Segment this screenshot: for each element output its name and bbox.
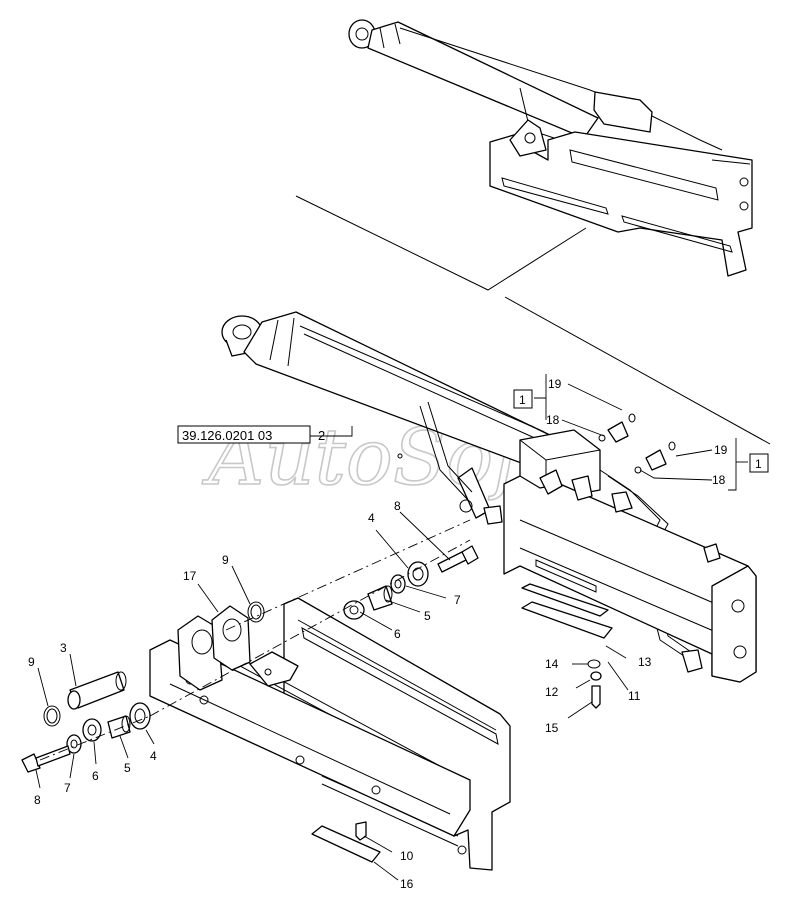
callout-3[interactable]: 3: [60, 641, 67, 655]
cylinder-assembly: [221, 311, 757, 683]
callout-1-lower[interactable]: 1: [755, 457, 762, 471]
callout-labels: 19 18 1 19 1 18 8 4 9 17 7 5 6 9 3 14 13…: [28, 377, 762, 891]
reference-box[interactable]: 39.126.0201 03 2: [177, 425, 325, 444]
small-hardware: [311, 659, 602, 863]
callout-19-upper[interactable]: 19: [548, 377, 562, 391]
callout-17[interactable]: 17: [183, 569, 197, 583]
pin-parts-right: [247, 545, 479, 623]
reference-label: 39.126.0201 03: [182, 428, 272, 443]
base-bracket: [149, 597, 511, 871]
callout-18-upper[interactable]: 18: [546, 413, 560, 427]
center-lines: [39, 519, 471, 761]
callout-18-lower[interactable]: 18: [712, 473, 726, 487]
callout-16[interactable]: 16: [400, 877, 414, 891]
callout-5-right[interactable]: 5: [424, 609, 431, 623]
callout-15[interactable]: 15: [545, 721, 559, 735]
callout-1-upper[interactable]: 1: [519, 393, 526, 407]
callout-6-right[interactable]: 6: [394, 627, 401, 641]
callout-14[interactable]: 14: [545, 657, 559, 671]
boxed-callouts: [513, 389, 769, 473]
callout-9-right[interactable]: 9: [222, 553, 229, 567]
overview-assembly: [348, 19, 753, 277]
fittings-group: [598, 413, 676, 474]
callout-8-right[interactable]: 8: [394, 499, 401, 513]
callout-8-left[interactable]: 8: [34, 793, 41, 807]
callout-6-left[interactable]: 6: [92, 769, 99, 783]
reference-item: 2: [318, 428, 325, 443]
zoom-connector: [295, 195, 771, 445]
callout-13[interactable]: 13: [638, 655, 652, 669]
callout-19-lower[interactable]: 19: [714, 443, 728, 457]
leader-lines: [35, 374, 748, 881]
callout-7-right[interactable]: 7: [454, 593, 461, 607]
callout-12[interactable]: 12: [545, 685, 559, 699]
callout-7-left[interactable]: 7: [64, 781, 71, 795]
plates-group: [521, 583, 613, 639]
callout-4-right[interactable]: 4: [368, 511, 375, 525]
callout-5-left[interactable]: 5: [124, 761, 131, 775]
pin-parts-left: [21, 671, 151, 773]
callout-4-left[interactable]: 4: [150, 749, 157, 763]
callout-10[interactable]: 10: [400, 849, 414, 863]
callout-9-left[interactable]: 9: [28, 655, 35, 669]
callout-11[interactable]: 11: [628, 689, 641, 703]
